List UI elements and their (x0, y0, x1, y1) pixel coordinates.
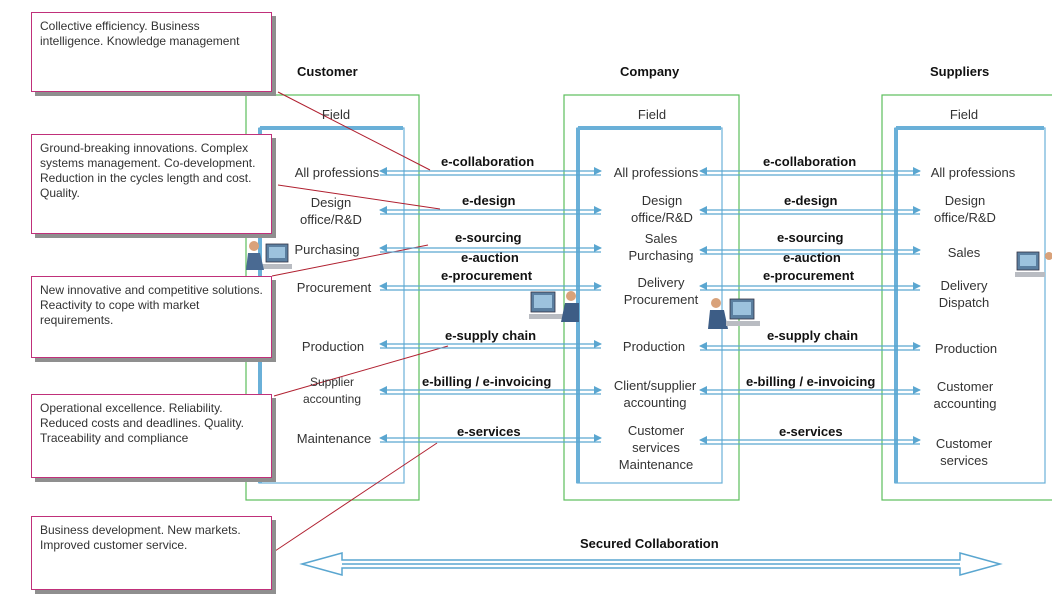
leader-line-4 (273, 345, 449, 397)
customer-field-label: Field (321, 107, 351, 122)
company-function-design-office: Design office/R&D (631, 193, 693, 225)
link-label-e-design-left: e-design (462, 193, 516, 208)
suppliers-field-label: Field (949, 107, 979, 122)
suppliers-function-all-professions: All professions (930, 165, 1016, 180)
link-label-e-auction-right: e-auction (783, 250, 841, 265)
suppliers-function-sales: Sales (947, 245, 981, 260)
note-innovative-solutions: New innovative and competitive solutions… (31, 276, 272, 358)
company-field-label: Field (637, 107, 667, 122)
suppliers-heading: Suppliers (930, 64, 990, 79)
link-label-e-supply-chain-left: e-supply chain (445, 328, 537, 343)
company-function-client-supplier-accounting: Client/supplier accounting (613, 378, 697, 410)
user-computer-icon-right (1015, 251, 1052, 277)
leader-line-2 (277, 184, 441, 210)
suppliers-function-customer-services: Customer services (935, 436, 993, 468)
company-function-all-professions: All professions (613, 165, 699, 180)
leader-lines (271, 91, 449, 554)
customer-function-purchasing: Purchasing (294, 242, 360, 257)
suppliers-function-customer-accounting: Customer accounting (933, 379, 997, 411)
secured-collaboration-arrow (299, 552, 1003, 576)
customer-function-supplier-accounting: Supplier accounting (302, 375, 362, 406)
customer-heading: Customer (297, 64, 358, 79)
customer-function-procurement: Procurement (296, 280, 372, 295)
note-business-development: Business development. New markets. Impro… (31, 516, 272, 590)
link-label-e-auction-left: e-auction (461, 250, 519, 265)
leader-line-5 (271, 442, 438, 554)
customer-function-production: Production (301, 339, 365, 354)
link-label-e-sourcing-right: e-sourcing (777, 230, 844, 245)
link-label-e-design-right: e-design (784, 193, 838, 208)
link-label-e-procurement-right: e-procurement (763, 268, 855, 283)
customer-function-all-professions: All professions (294, 165, 380, 180)
company-heading: Company (620, 64, 680, 79)
link-label-e-collaboration-right: e-collaboration (763, 154, 857, 169)
link-label-e-services-left: e-services (457, 424, 521, 439)
link-label-e-supply-chain-right: e-supply chain (767, 328, 859, 343)
suppliers-column-frame (881, 94, 1052, 501)
secured-collaboration-label: Secured Collaboration (580, 536, 719, 551)
note-ground-breaking-innovations: Ground-breaking innovations. Complex sys… (31, 134, 272, 234)
suppliers-function-design-office: Design office/R&D (934, 193, 996, 225)
link-label-e-procurement-left: e-procurement (441, 268, 533, 283)
company-function-sales-purchasing: Sales Purchasing (628, 231, 694, 263)
user-computer-icon-center-left (529, 291, 579, 322)
link-label-e-sourcing-left: e-sourcing (455, 230, 522, 245)
customer-function-design-office: Design office/R&D (300, 195, 362, 227)
company-function-delivery-procurement: Delivery Procurement (623, 275, 699, 307)
link-label-e-collaboration-left: e-collaboration (441, 154, 535, 169)
user-computer-icon-center-right (708, 298, 760, 329)
link-arrows (379, 167, 921, 445)
note-collective-efficiency: Collective efficiency. Business intellig… (31, 12, 272, 92)
link-label-e-billing-right: e-billing / e-invoicing (746, 374, 876, 389)
suppliers-function-production: Production (934, 341, 998, 356)
leader-line-1 (277, 91, 431, 171)
company-function-customer-services-maintenance: Customer services Maintenance (618, 423, 694, 472)
user-computer-icon-left (246, 241, 292, 270)
customer-function-maintenance: Maintenance (296, 431, 372, 446)
link-label-e-services-right: e-services (779, 424, 843, 439)
note-operational-excellence: Operational excellence. Reliability. Red… (31, 394, 272, 478)
company-function-production: Production (622, 339, 686, 354)
suppliers-function-delivery-dispatch: Delivery Dispatch (938, 278, 990, 310)
link-label-e-billing-left: e-billing / e-invoicing (422, 374, 552, 389)
